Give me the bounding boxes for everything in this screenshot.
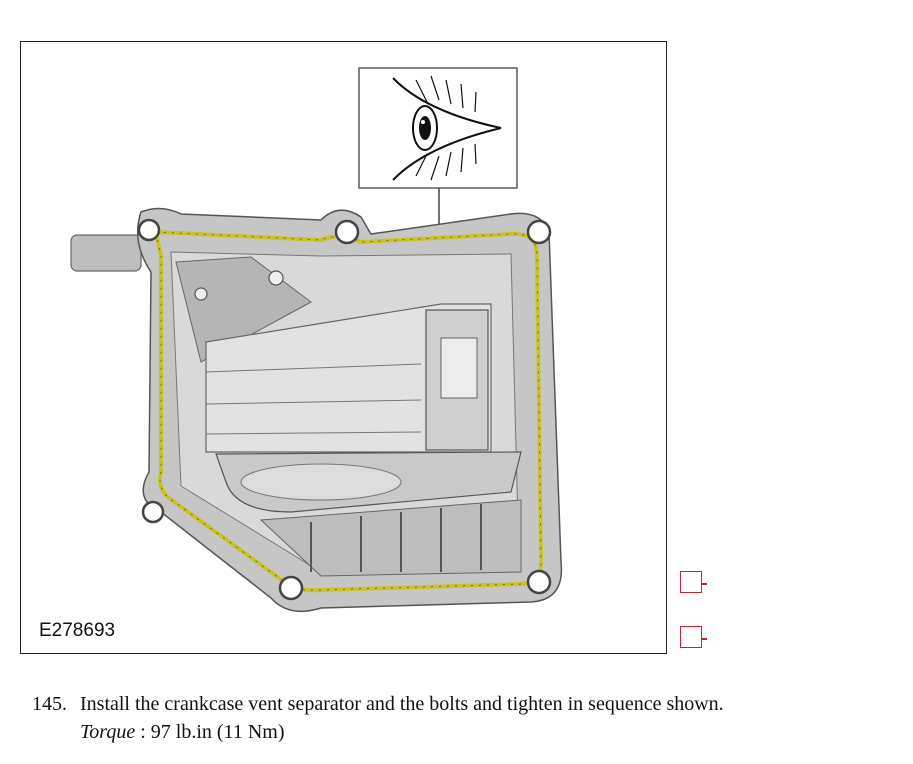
torque-value: 97 lb.in (11 Nm) [150, 721, 285, 743]
checkbox-1[interactable] [680, 571, 707, 593]
separator-housing [70, 207, 563, 613]
checkbox-2[interactable] [680, 626, 707, 648]
eye-view-icon [358, 67, 518, 226]
crankcase-vent-separator-illustration [70, 67, 563, 613]
step-number: 145. [32, 693, 67, 715]
torque-line: Torque : 97 lb.in (11 Nm) [32, 718, 724, 746]
torque-separator: : [135, 721, 151, 743]
torque-label: Torque [80, 721, 136, 743]
step-instruction: Install the crankcase vent separator and… [80, 693, 724, 715]
step-instruction-line: 145. Install the crankcase vent separator… [32, 690, 724, 718]
figure-id-label: E278693 [39, 620, 116, 641]
procedure-step: 145. Install the crankcase vent separator… [32, 690, 724, 746]
illustration-frame: E278693 [20, 41, 667, 654]
